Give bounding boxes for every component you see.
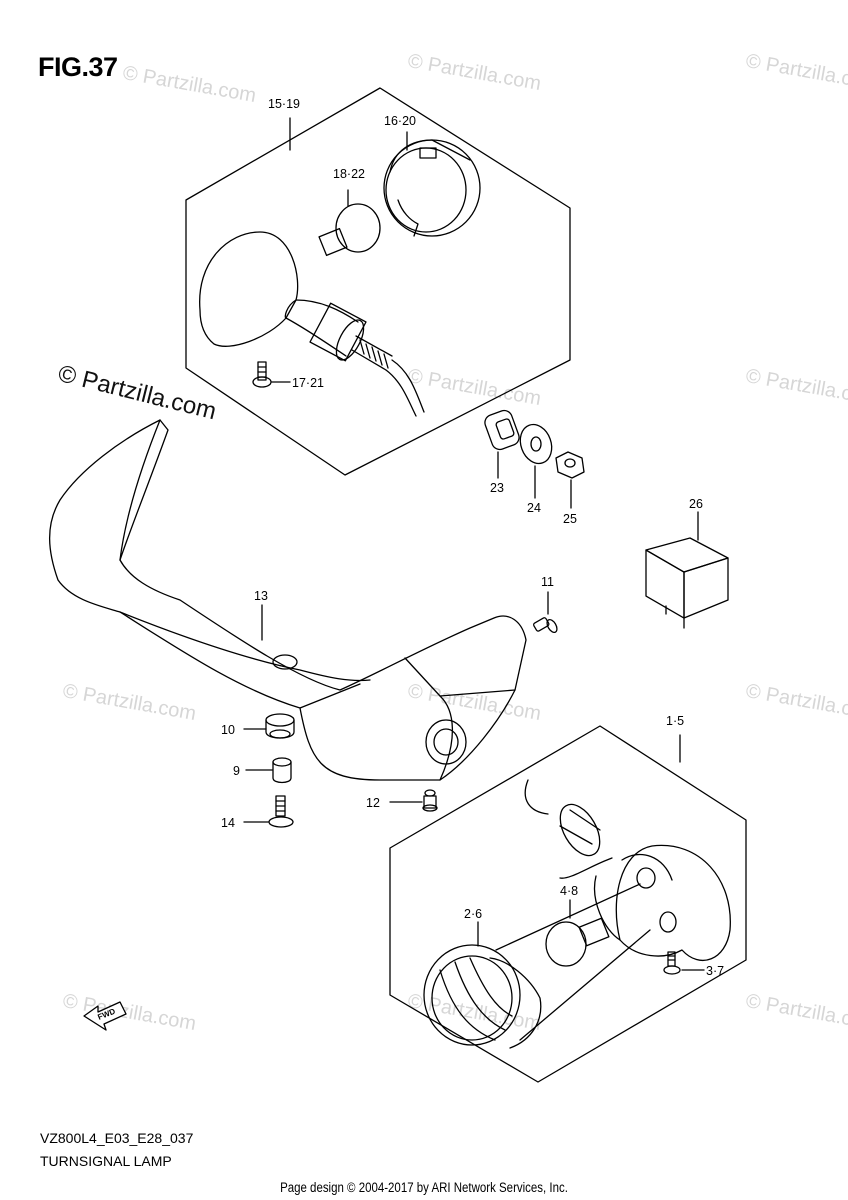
part-12-bolt bbox=[389, 789, 438, 812]
screw-11 bbox=[533, 591, 558, 634]
callout-9: 9 bbox=[233, 764, 240, 778]
lower-lens bbox=[423, 883, 651, 1049]
callout-10: 10 bbox=[221, 723, 235, 737]
figure-title: FIG.37 bbox=[38, 52, 118, 82]
callout-4-8: 4·8 bbox=[560, 884, 578, 898]
part-14-bolt bbox=[243, 795, 294, 828]
callout-17-21: 17·21 bbox=[292, 376, 324, 390]
upper-assembly-outline bbox=[185, 87, 571, 476]
lower-bulb bbox=[545, 899, 610, 967]
callout-24: 24 bbox=[527, 501, 541, 515]
callout-18-22: 18·22 bbox=[333, 167, 365, 181]
callout-2-6: 2·6 bbox=[464, 907, 482, 921]
callout-15-19: 15·19 bbox=[268, 97, 300, 111]
callout-16-20: 16·20 bbox=[384, 114, 416, 128]
lower-assembly-outline bbox=[389, 725, 747, 1083]
callout-11: 11 bbox=[541, 575, 554, 589]
callout-14: 14 bbox=[221, 816, 235, 830]
callout-13: 13 bbox=[254, 589, 268, 603]
part-26-relay bbox=[645, 511, 729, 629]
part-25-nut bbox=[555, 451, 585, 509]
upper-lens bbox=[383, 131, 481, 237]
part-9-collar bbox=[245, 757, 292, 784]
screw-3-7 bbox=[663, 951, 705, 975]
part-10-grommet bbox=[243, 713, 295, 739]
callout-12: 12 bbox=[366, 796, 380, 810]
part-23-grommet bbox=[484, 409, 520, 479]
upper-lamp-housing bbox=[199, 231, 425, 417]
upper-bulb bbox=[318, 189, 381, 257]
callout-23: 23 bbox=[490, 481, 504, 495]
screw-17-21 bbox=[252, 361, 291, 388]
lower-lamp-housing bbox=[524, 779, 731, 961]
figure-caption: TURNSIGNAL LAMP bbox=[40, 1153, 172, 1169]
part-13-bracket bbox=[48, 419, 527, 781]
part-24-washer bbox=[519, 423, 553, 499]
page-credit: Page design © 2004-2017 by ARI Network S… bbox=[280, 1180, 568, 1195]
model-code: VZ800L4_E03_E28_037 bbox=[40, 1130, 194, 1146]
callout-3-7: 3·7 bbox=[706, 964, 724, 978]
forward-arrow-icon bbox=[83, 1001, 127, 1031]
callout-26: 26 bbox=[689, 497, 703, 511]
callout-25: 25 bbox=[563, 512, 577, 526]
callout-1-5: 1·5 bbox=[666, 714, 684, 728]
